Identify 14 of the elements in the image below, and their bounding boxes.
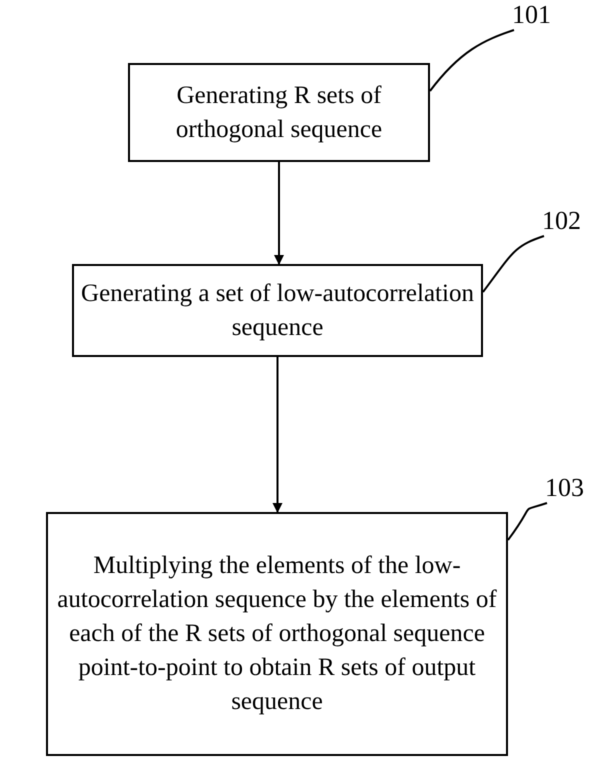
step-text: Generating a set of low-autocorrelation sequence [80, 278, 475, 342]
reference-number: 102 [542, 206, 581, 236]
process-box [46, 512, 508, 756]
arrow [272, 357, 282, 513]
leader-line [507, 502, 548, 541]
leader-line [482, 235, 544, 293]
arrow [274, 162, 284, 265]
leader-line [429, 29, 514, 92]
step-text: Generating R sets of orthogonal sequence [174, 80, 384, 144]
process-box [72, 264, 483, 357]
reference-number: 101 [512, 0, 551, 30]
reference-number: 103 [545, 473, 584, 503]
process-box [128, 63, 430, 162]
step-text: Multiplying the elements of the low-autocorrelation sequence by the elements of each of the R sets of orthogonal sequence point-to-point to obtain R sets of output sequence [56, 551, 498, 717]
